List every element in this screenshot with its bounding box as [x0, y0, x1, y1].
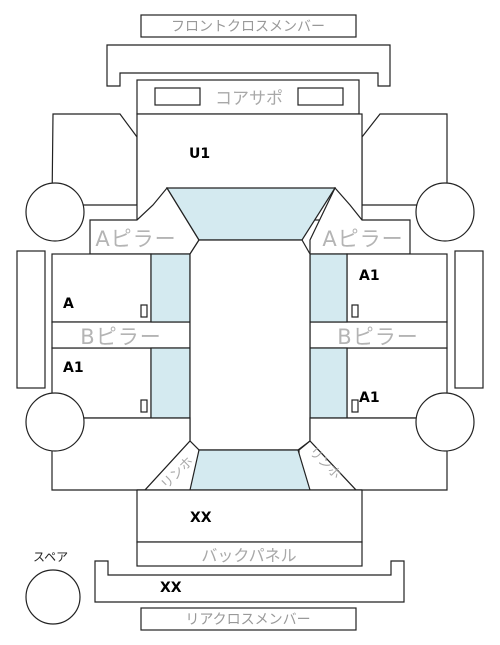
front-left-door-handle	[140, 304, 148, 318]
right-mirror	[454, 250, 484, 389]
b-pillar-right	[309, 321, 448, 349]
rear-left-door-handle	[140, 399, 148, 413]
spare-label: スペア	[33, 550, 68, 564]
b-pillar-right-label: Bピラー	[337, 325, 418, 349]
front-right-wheel	[415, 182, 475, 242]
rear-right-door-handle	[351, 399, 359, 413]
front-right-door-code: A1	[359, 268, 380, 284]
spare-tire	[25, 569, 81, 625]
core-support-right-slot	[297, 87, 344, 106]
back-panel-label: バックパネル	[201, 546, 296, 565]
trunk	[136, 489, 363, 543]
front-right-fender	[361, 113, 448, 206]
front-left-wheel	[25, 182, 85, 242]
rear-window	[189, 449, 311, 491]
front-cross-member-label: フロントクロスメンバー	[171, 19, 325, 35]
roof	[189, 239, 311, 451]
rear-left-wheel	[25, 392, 85, 452]
core-support-left-slot	[154, 87, 201, 106]
left-rear-window	[150, 347, 191, 419]
rear-right-door-code: A1	[359, 390, 380, 406]
back-panel	[136, 541, 363, 567]
front-cross-member-label-box	[140, 14, 357, 38]
a-pillar-left-label: Aピラー	[95, 227, 176, 251]
left-mirror	[16, 250, 46, 389]
front-left-door-code: A	[63, 296, 74, 312]
rear-cross-member-label-box	[140, 607, 357, 631]
front-right-door	[346, 253, 448, 323]
front-right-door-handle	[351, 304, 359, 318]
hood-code: U1	[189, 146, 210, 162]
core-support-label: コアサポ	[215, 89, 283, 109]
trunk-code: XX	[190, 510, 212, 526]
b-pillar-left-label: Bピラー	[80, 325, 161, 349]
rear-member-code: XX	[160, 580, 182, 596]
right-front-window	[309, 253, 348, 323]
left-front-window	[150, 253, 191, 323]
rear-left-door-code: A1	[63, 360, 84, 376]
b-pillar-left	[51, 321, 191, 349]
rear-right-wheel	[415, 392, 475, 452]
rear-cross-member-label: リアクロスメンバー	[185, 612, 310, 628]
rear-cross-member	[94, 560, 405, 603]
front-cross-member	[106, 44, 391, 87]
right-rear-window	[309, 347, 348, 419]
a-pillar-right-label: Aピラー	[322, 227, 403, 251]
